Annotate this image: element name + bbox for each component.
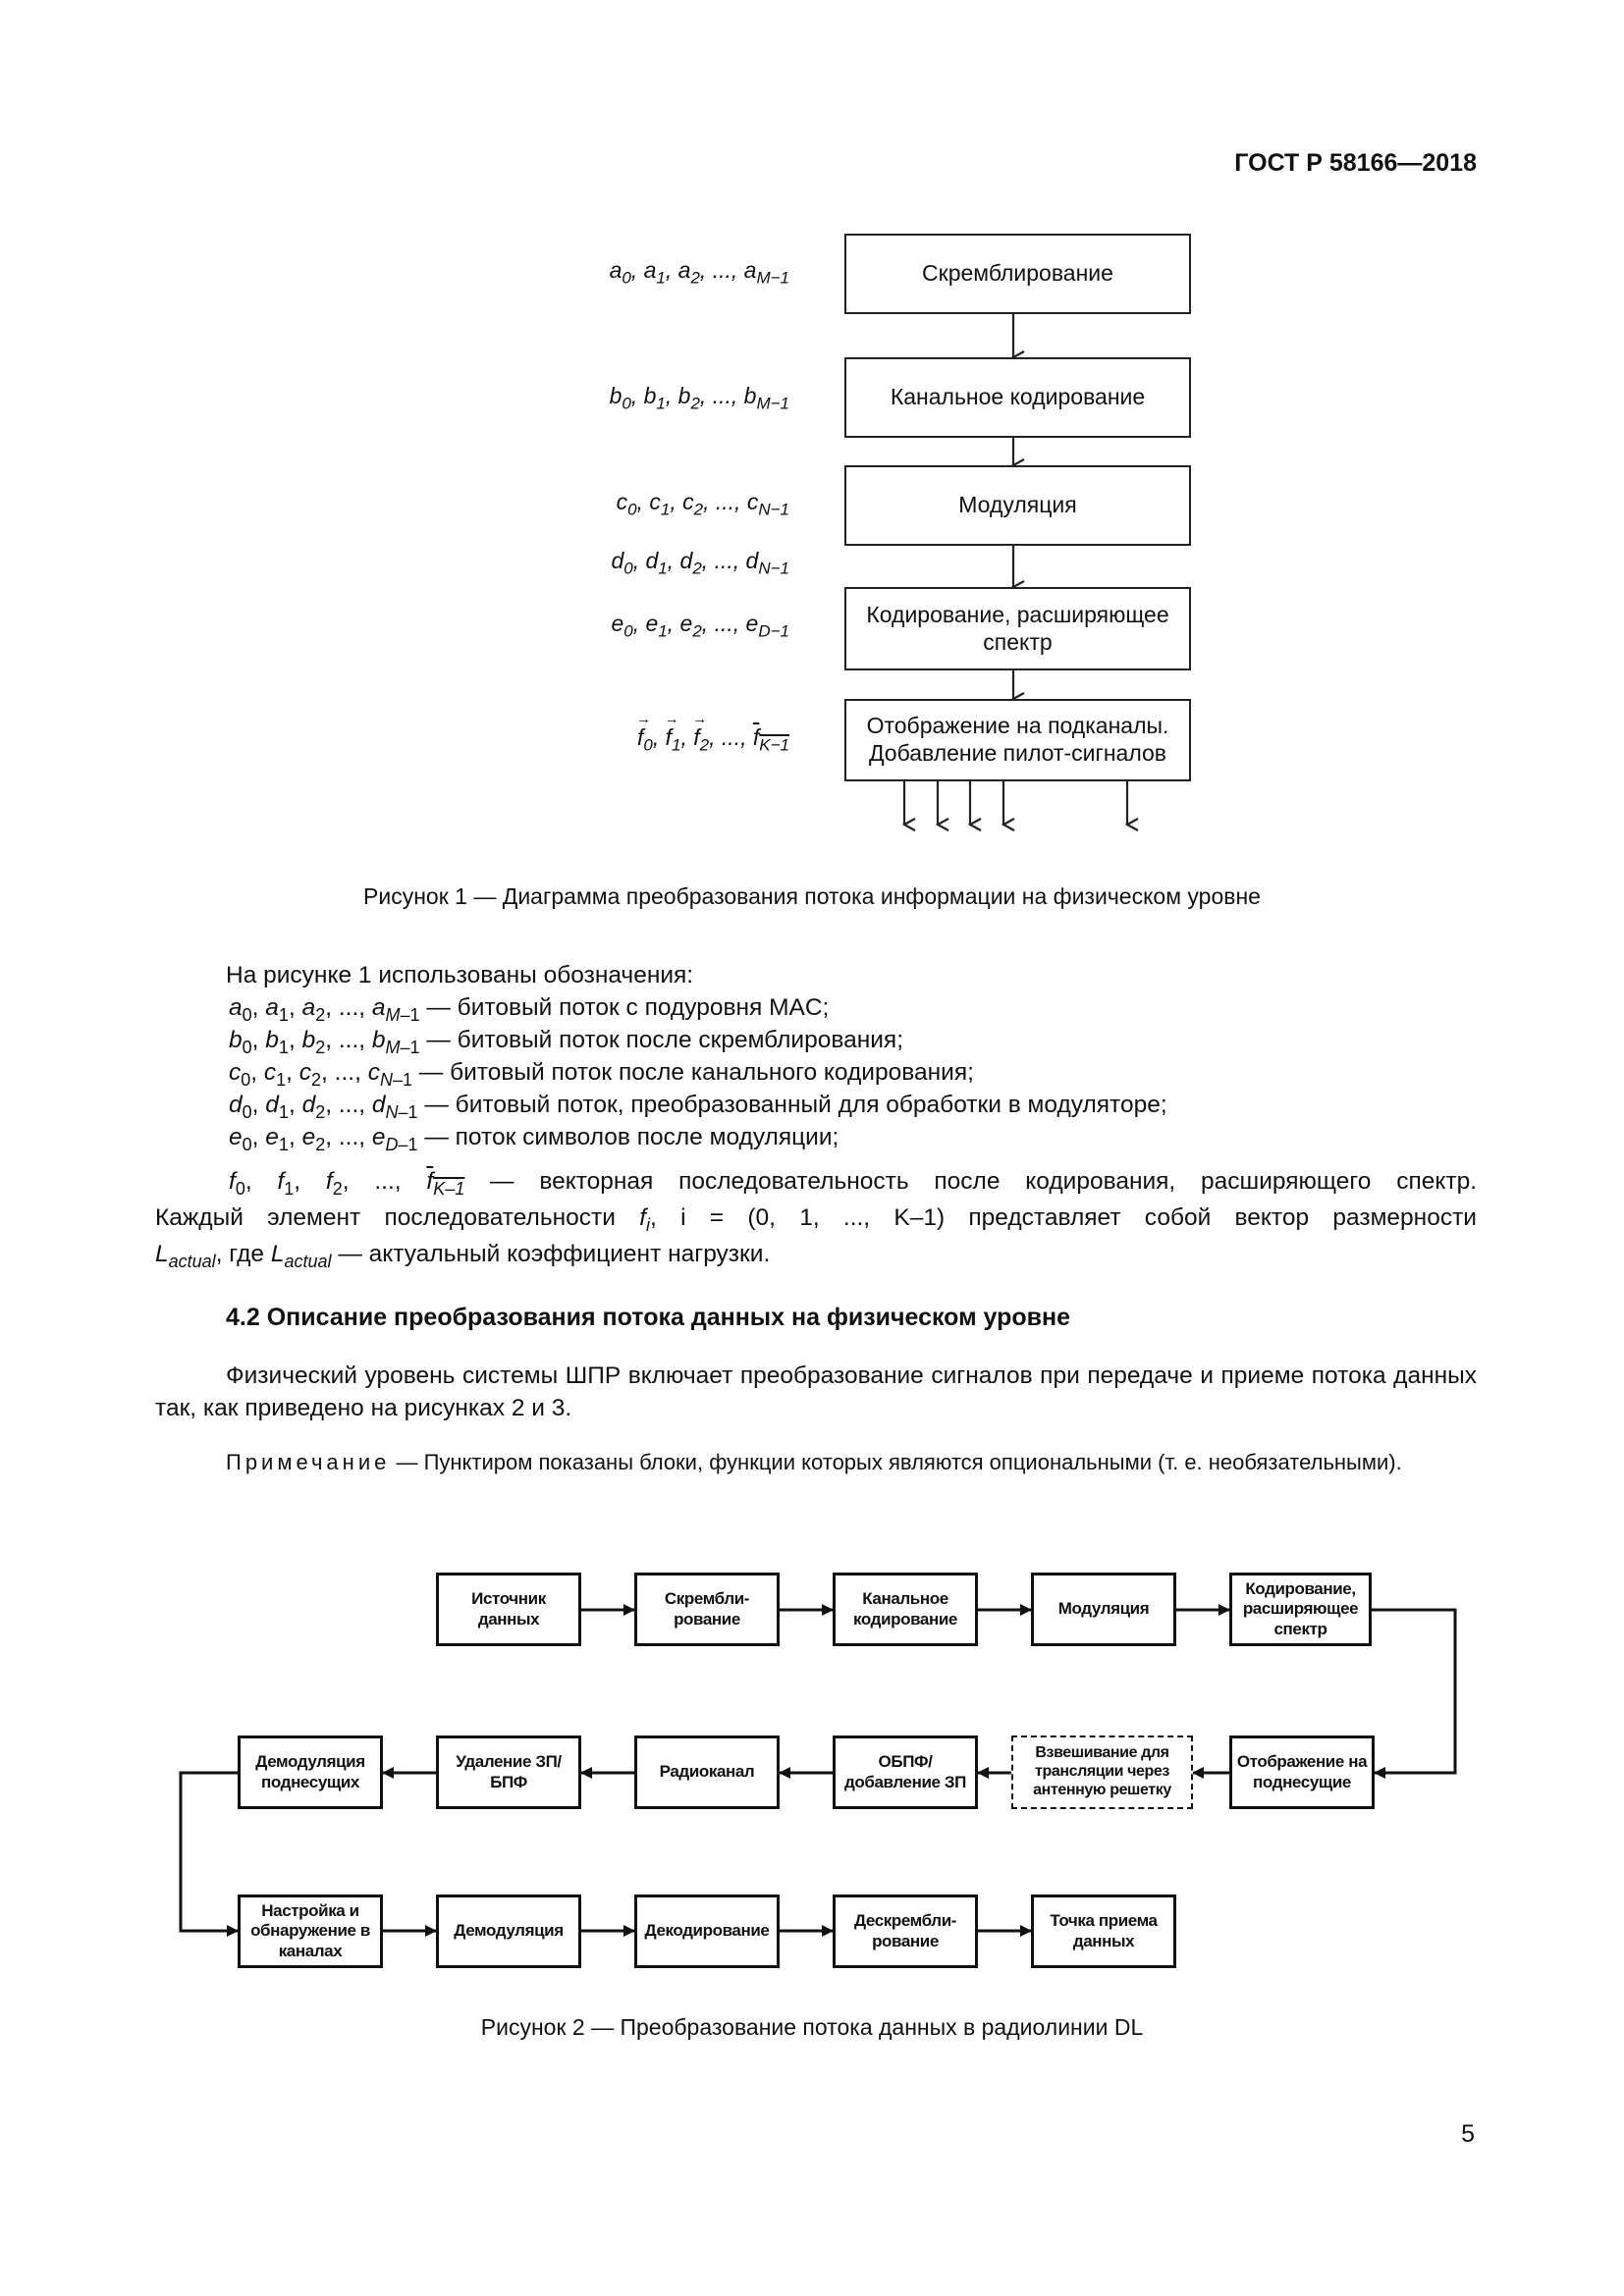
section-note: Примечание — Пунктиром показаны блоки, ф…: [155, 1448, 1477, 1477]
fig2-channel-coding: Канальное кодирование: [833, 1573, 978, 1646]
label-a-text: a0, a1, a2, ..., aM−1: [609, 257, 789, 288]
notation-item-b: b0, b1, b2, ..., bM–1 — битовый поток по…: [229, 1027, 904, 1057]
fig2-ifft-add-cp: ОБПФ/ добавление ЗП: [833, 1735, 978, 1809]
block-scrambling: Скремблирование: [844, 234, 1191, 314]
notation-vector-cont: Каждый элемент последовательности fi, i …: [155, 1204, 1477, 1235]
fig2-descrambling: Дескрембли-рование: [833, 1895, 978, 1968]
notation-vector-cont2: Lactual, где Lactual — актуальный коэффи…: [155, 1241, 771, 1271]
fig2-data-sink: Точка приема данных: [1031, 1895, 1176, 1968]
notation-item-e: e0, e1, e2, ..., eD–1 — поток символов п…: [229, 1124, 839, 1154]
note-label: Примечание: [226, 1450, 391, 1474]
label-c-text: c0, c1, c2, ..., cN−1: [616, 489, 789, 519]
label-c: c0, c1, c2, ..., cN−1: [617, 489, 789, 520]
section-paragraph: Физический уровень системы ШПР включает …: [155, 1362, 1477, 1421]
notation-intro: На рисунке 1 использованы обозначения:: [226, 962, 694, 988]
section-heading: 4.2 Описание преобразования потока данны…: [226, 1304, 1071, 1331]
figure2-connectors: [179, 1604, 1457, 1937]
label-b-text: b0, b1, b2, ..., bM−1: [609, 383, 789, 413]
figure1-caption: Рисунок 1 — Диаграмма преобразования пот…: [363, 883, 1261, 909]
notation-item-f: f0, f1, f2, ..., fK–1 — векторная послед…: [229, 1168, 1478, 1199]
fig2-source: Источник данных: [436, 1573, 581, 1646]
loop-right: [1372, 1608, 1457, 1779]
fig2-spread-coding: Кодирование, расширяющее спектр: [1229, 1573, 1372, 1646]
label-f-text: f→0, f→1, f→2, ..., fK−1: [636, 711, 789, 755]
notation-item-c: c0, c1, c2, ..., cN–1 — битовый поток по…: [229, 1059, 974, 1090]
fig2-tuning-detection: Настройка и обнаружение в каналах: [238, 1895, 383, 1968]
label-e-text: e0, e1, e2, ..., eD−1: [611, 611, 789, 641]
figure1-arrows: [0, 314, 1624, 883]
fig2-antenna-weighting: Взвешивание для трансляции через антенну…: [1011, 1735, 1193, 1809]
label-d: d0, d1, d2, ..., dN−1: [611, 548, 789, 579]
standard-number: ГОСТ Р 58166—2018: [1234, 149, 1477, 177]
fig2-modulation: Модуляция: [1031, 1573, 1176, 1646]
label-f: f→0, f→1, f→2, ..., fK−1: [636, 711, 789, 756]
block-spread-coding: Кодирование, расширяющее спектр: [844, 587, 1191, 670]
note-text: — Пунктиром показаны блоки, функции кото…: [396, 1450, 1402, 1474]
block-subchannel-mapping: Отображение на подканалы. Добавление пил…: [844, 699, 1191, 781]
fig2-subcarrier-mapping: Отображение на поднесущие: [1229, 1735, 1375, 1809]
label-e: e0, e1, e2, ..., eD−1: [611, 611, 789, 642]
block-modulation: Модуляция: [844, 465, 1191, 546]
label-b: b0, b1, b2, ..., bM−1: [610, 383, 789, 414]
fig2-remove-cp-fft: Удаление ЗП/БПФ: [436, 1735, 581, 1809]
label-a: a0, a1, a2, ..., aM−1: [610, 257, 789, 289]
notation-item-d: d0, d1, d2, ..., dN–1 — битовый поток, п…: [229, 1092, 1167, 1122]
label-d-text: d0, d1, d2, ..., dN−1: [611, 548, 789, 578]
fig2-subcarrier-demod: Демодуляция поднесущих: [238, 1735, 383, 1809]
page-number: 5: [1461, 2120, 1475, 2148]
notation-item-a: a0, a1, a2, ..., aM–1 — битовый поток с …: [229, 994, 830, 1025]
fig2-decoding: Декодирование: [634, 1895, 780, 1968]
loop-left: [179, 1771, 239, 1937]
fig2-demodulation: Демодуляция: [436, 1895, 581, 1968]
figure2-caption: Рисунок 2 — Преобразование потока данных…: [480, 2014, 1144, 2040]
block-channel-coding: Канальное кодирование: [844, 357, 1191, 438]
fig2-radio-channel: Радиоканал: [634, 1735, 780, 1809]
fig2-scrambling: Скрембли-рование: [634, 1573, 780, 1646]
